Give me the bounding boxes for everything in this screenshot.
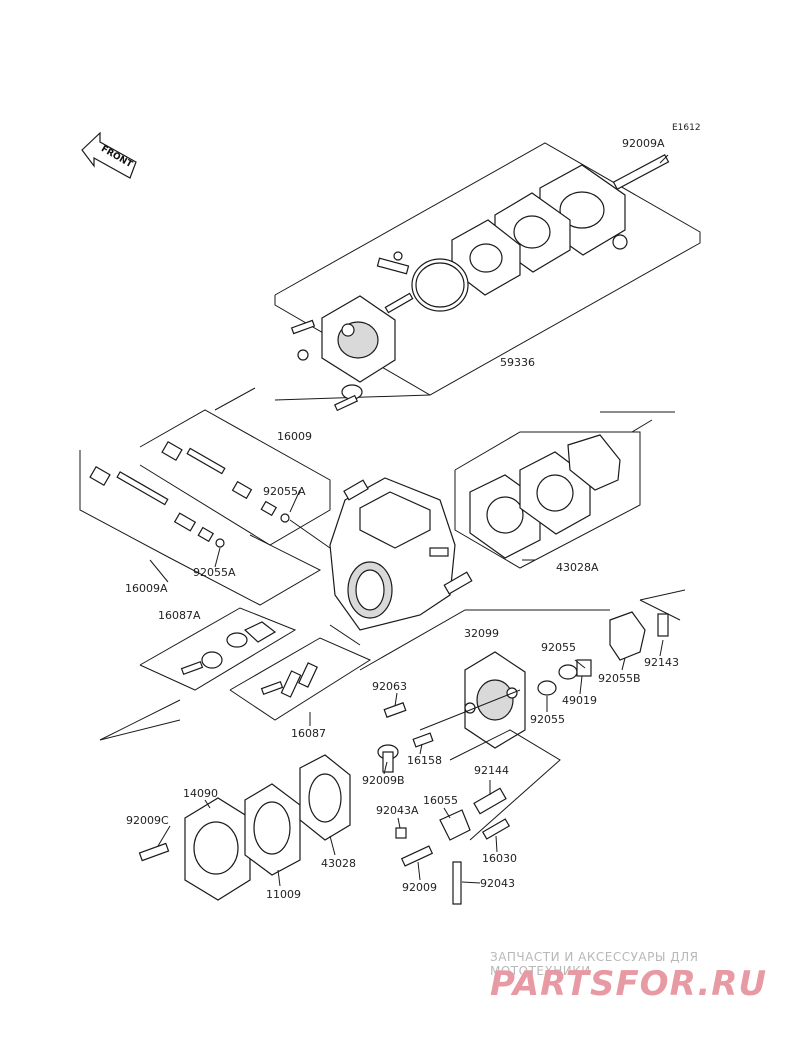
label-16009A: 16009A — [125, 582, 168, 595]
watermark-tagline: ЗАПЧАСТИ И АКСЕССУАРЫ ДЛЯ МОТОТЕХНИКИ — [490, 950, 699, 978]
part-labels: 92009A 59336 16009 92055A 92055A 16009A … — [125, 137, 679, 901]
front-arrow-icon: FRONT — [81, 131, 137, 179]
label-59336: 59336 — [500, 356, 535, 369]
label-14090: 14090 — [183, 787, 218, 800]
label-92055-upper: 92055 — [541, 641, 576, 654]
fuel-pump-group — [214, 142, 701, 412]
pump-assembly-32099 — [329, 589, 686, 841]
cover-plate-group-16087A — [139, 607, 297, 691]
watermark-logo: PARTSFOR.RU — [490, 964, 768, 1004]
label-16055: 16055 — [423, 794, 458, 807]
label-11009: 11009 — [266, 888, 301, 901]
label-92009B: 92009B — [362, 774, 405, 787]
label-16009: 16009 — [277, 430, 312, 443]
label-92009C: 92009C — [126, 814, 169, 827]
lower-parts-group — [138, 744, 511, 905]
label-92055B: 92055B — [598, 672, 641, 685]
diagram-code: E1612 — [672, 123, 701, 133]
pilot-screw-group — [139, 409, 331, 546]
idle-screw-group — [79, 450, 322, 606]
label-43028: 43028 — [321, 857, 356, 870]
label-92144: 92144 — [474, 764, 509, 777]
label-32099: 32099 — [464, 627, 499, 640]
float-group-16087 — [99, 637, 372, 741]
label-92043A: 92043A — [376, 804, 419, 817]
label-43028A: 43028A — [556, 561, 599, 574]
leader-lines — [149, 489, 664, 887]
label-16087: 16087 — [291, 727, 326, 740]
label-92055-lower: 92055 — [530, 713, 565, 726]
label-16158: 16158 — [407, 754, 442, 767]
label-92055A-lower: 92055A — [193, 566, 236, 579]
label-92055A-upper: 92055A — [263, 485, 306, 498]
gasket-group-43028A — [454, 411, 675, 569]
label-92009A: 92009A — [622, 137, 665, 150]
carburetor-body — [289, 477, 473, 631]
label-92063: 92063 — [372, 680, 407, 693]
label-16030: 16030 — [482, 852, 517, 865]
label-92009: 92009 — [402, 881, 437, 894]
label-92043: 92043 — [480, 877, 515, 890]
label-92143: 92143 — [644, 656, 679, 669]
label-16087A: 16087A — [158, 609, 201, 622]
label-49019: 49019 — [562, 694, 597, 707]
